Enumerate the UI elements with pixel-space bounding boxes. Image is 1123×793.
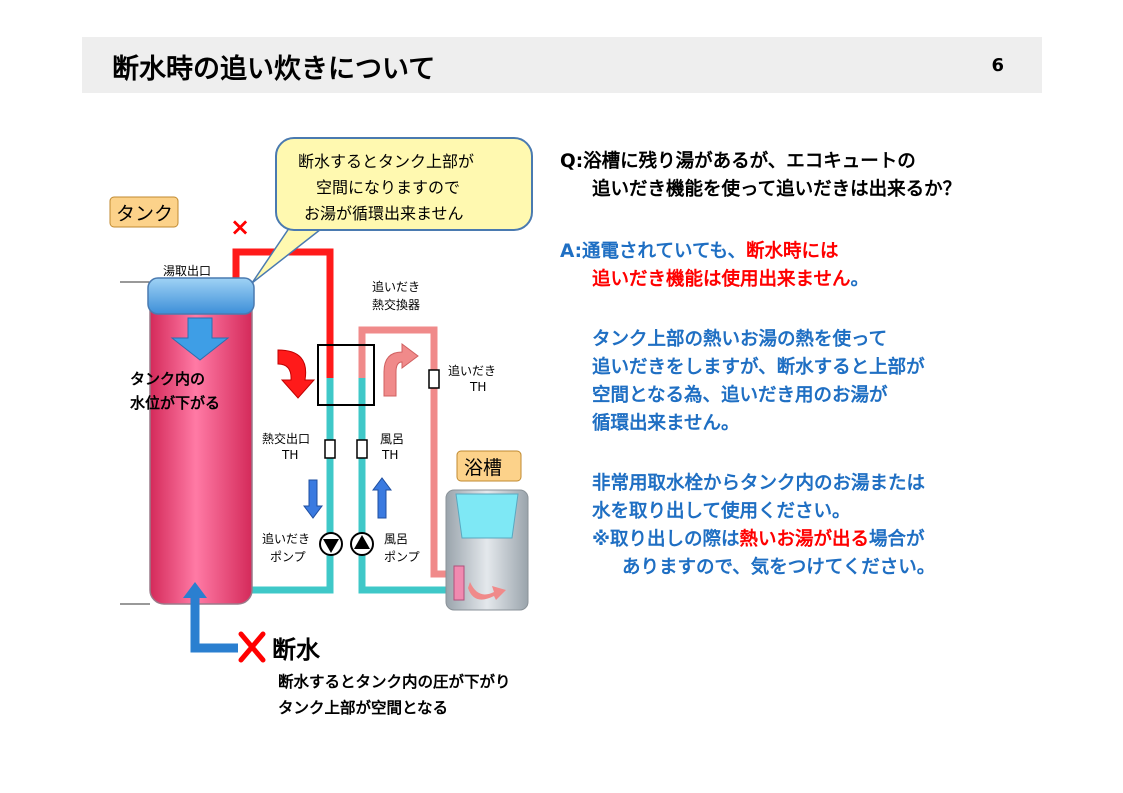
reheat-pump-label-2: ポンプ — [270, 550, 306, 564]
answer-period: 。 — [850, 269, 869, 290]
answer-line-1: A:通電されていても、断水時には — [560, 238, 839, 266]
callout-line-2: 空間になりますので — [316, 178, 461, 197]
cut-x-icon — [238, 631, 266, 663]
note-line-1: ※取り出しの際は熱いお湯が出る場合が — [592, 526, 925, 554]
callout-line-1: 断水するとタンク上部が — [298, 152, 475, 171]
bath-pump-label-1: 風呂 — [384, 532, 409, 546]
outlet-label: 湯取出口 — [163, 264, 212, 278]
reheat-th-label-2: TH — [470, 380, 487, 394]
heat-exchanger — [317, 344, 375, 406]
cut-note-1: 断水するとタンク内の圧が下がり — [278, 673, 511, 691]
bath-th-label-1: 風呂 — [380, 432, 405, 446]
note-red: 熱いお湯が出る — [739, 529, 870, 550]
note-part-b: 場合が — [869, 529, 925, 550]
note-part-a: ※取り出しの際は — [592, 529, 740, 550]
tank-label: タンク — [116, 203, 174, 225]
level-line-1: タンク内の — [130, 370, 206, 388]
level-line-2: 水位が下がる — [130, 394, 221, 412]
up-flow-arrow — [372, 477, 392, 519]
tank-top-space — [147, 277, 255, 315]
x-mark: × — [230, 213, 251, 241]
hx-label-1: 追いだき — [372, 280, 421, 294]
water-supply-pipe — [190, 588, 238, 653]
callout-line-3: お湯が循環出来ません — [304, 204, 464, 223]
bath-water — [455, 493, 519, 539]
para1-line-2: 追いだきをしますが、断水すると上部が — [592, 357, 925, 378]
para2-line-1: 非常用取水栓からタンク内のお湯または — [592, 473, 926, 494]
para1-line-4: 循環出来ません。 — [592, 413, 740, 434]
page-number: 6 — [991, 55, 1004, 76]
header-bar: 断水時の追い炊きについて 6 — [82, 37, 1042, 93]
cut-note-2: タンク上部が空間となる — [278, 699, 449, 717]
answer-line-2: 追いだき機能は使用出来ません。 — [592, 266, 869, 294]
hx-outlet-th-label-2: TH — [282, 448, 299, 462]
reheat-pump-label-1: 追いだき — [262, 532, 311, 546]
bath-label: 浴槽 — [464, 457, 503, 479]
bath-pump-label-2: ポンプ — [384, 550, 420, 564]
bath-circulation-arrow — [468, 582, 506, 600]
bath-th-sensor — [356, 439, 368, 459]
reheat-th-sensor — [428, 369, 440, 389]
down-flow-arrow — [303, 479, 323, 519]
para2-line-2: 水を取り出して使用ください。 — [592, 501, 851, 522]
question-line-2: 追いだき機能を使って追いだきは出来るか？ — [592, 179, 962, 200]
callout-bubble — [275, 137, 533, 231]
note-line-2: ありますので、気をつけてください。 — [622, 557, 936, 578]
hot-flow-arrow — [277, 349, 316, 399]
water-level-down-arrow — [170, 317, 230, 361]
reheat-flow-arrow — [383, 343, 419, 397]
hx-outlet-th-sensor — [324, 439, 336, 459]
question-line-1: Q:浴槽に残り湯があるが、エコキュートの — [560, 151, 916, 172]
bath-label-box — [456, 450, 522, 482]
hx-outlet-th-label-1: 熱交出口 — [262, 432, 311, 446]
reheat-th-label-1: 追いだき — [448, 364, 497, 378]
hx-label-2: 熱交換器 — [372, 298, 421, 312]
answer-red-2: 追いだき機能は使用出来ません — [592, 269, 851, 290]
water-supply-arrowhead — [183, 582, 207, 598]
bath-inlet — [453, 565, 465, 601]
answer-prefix: A:通電されていても、 — [560, 241, 746, 262]
para1-line-3: 空間となる為、追いだき用のお湯が — [592, 385, 888, 406]
bath-th-label-2: TH — [382, 448, 399, 462]
answer-red-1: 断水時には — [745, 241, 839, 262]
para1-line-1: タンク上部の熱いお湯の熱を使って — [592, 329, 888, 350]
cut-label: 断水 — [272, 636, 320, 664]
page-title: 断水時の追い炊きについて — [112, 54, 436, 85]
tank-label-box — [109, 196, 179, 228]
